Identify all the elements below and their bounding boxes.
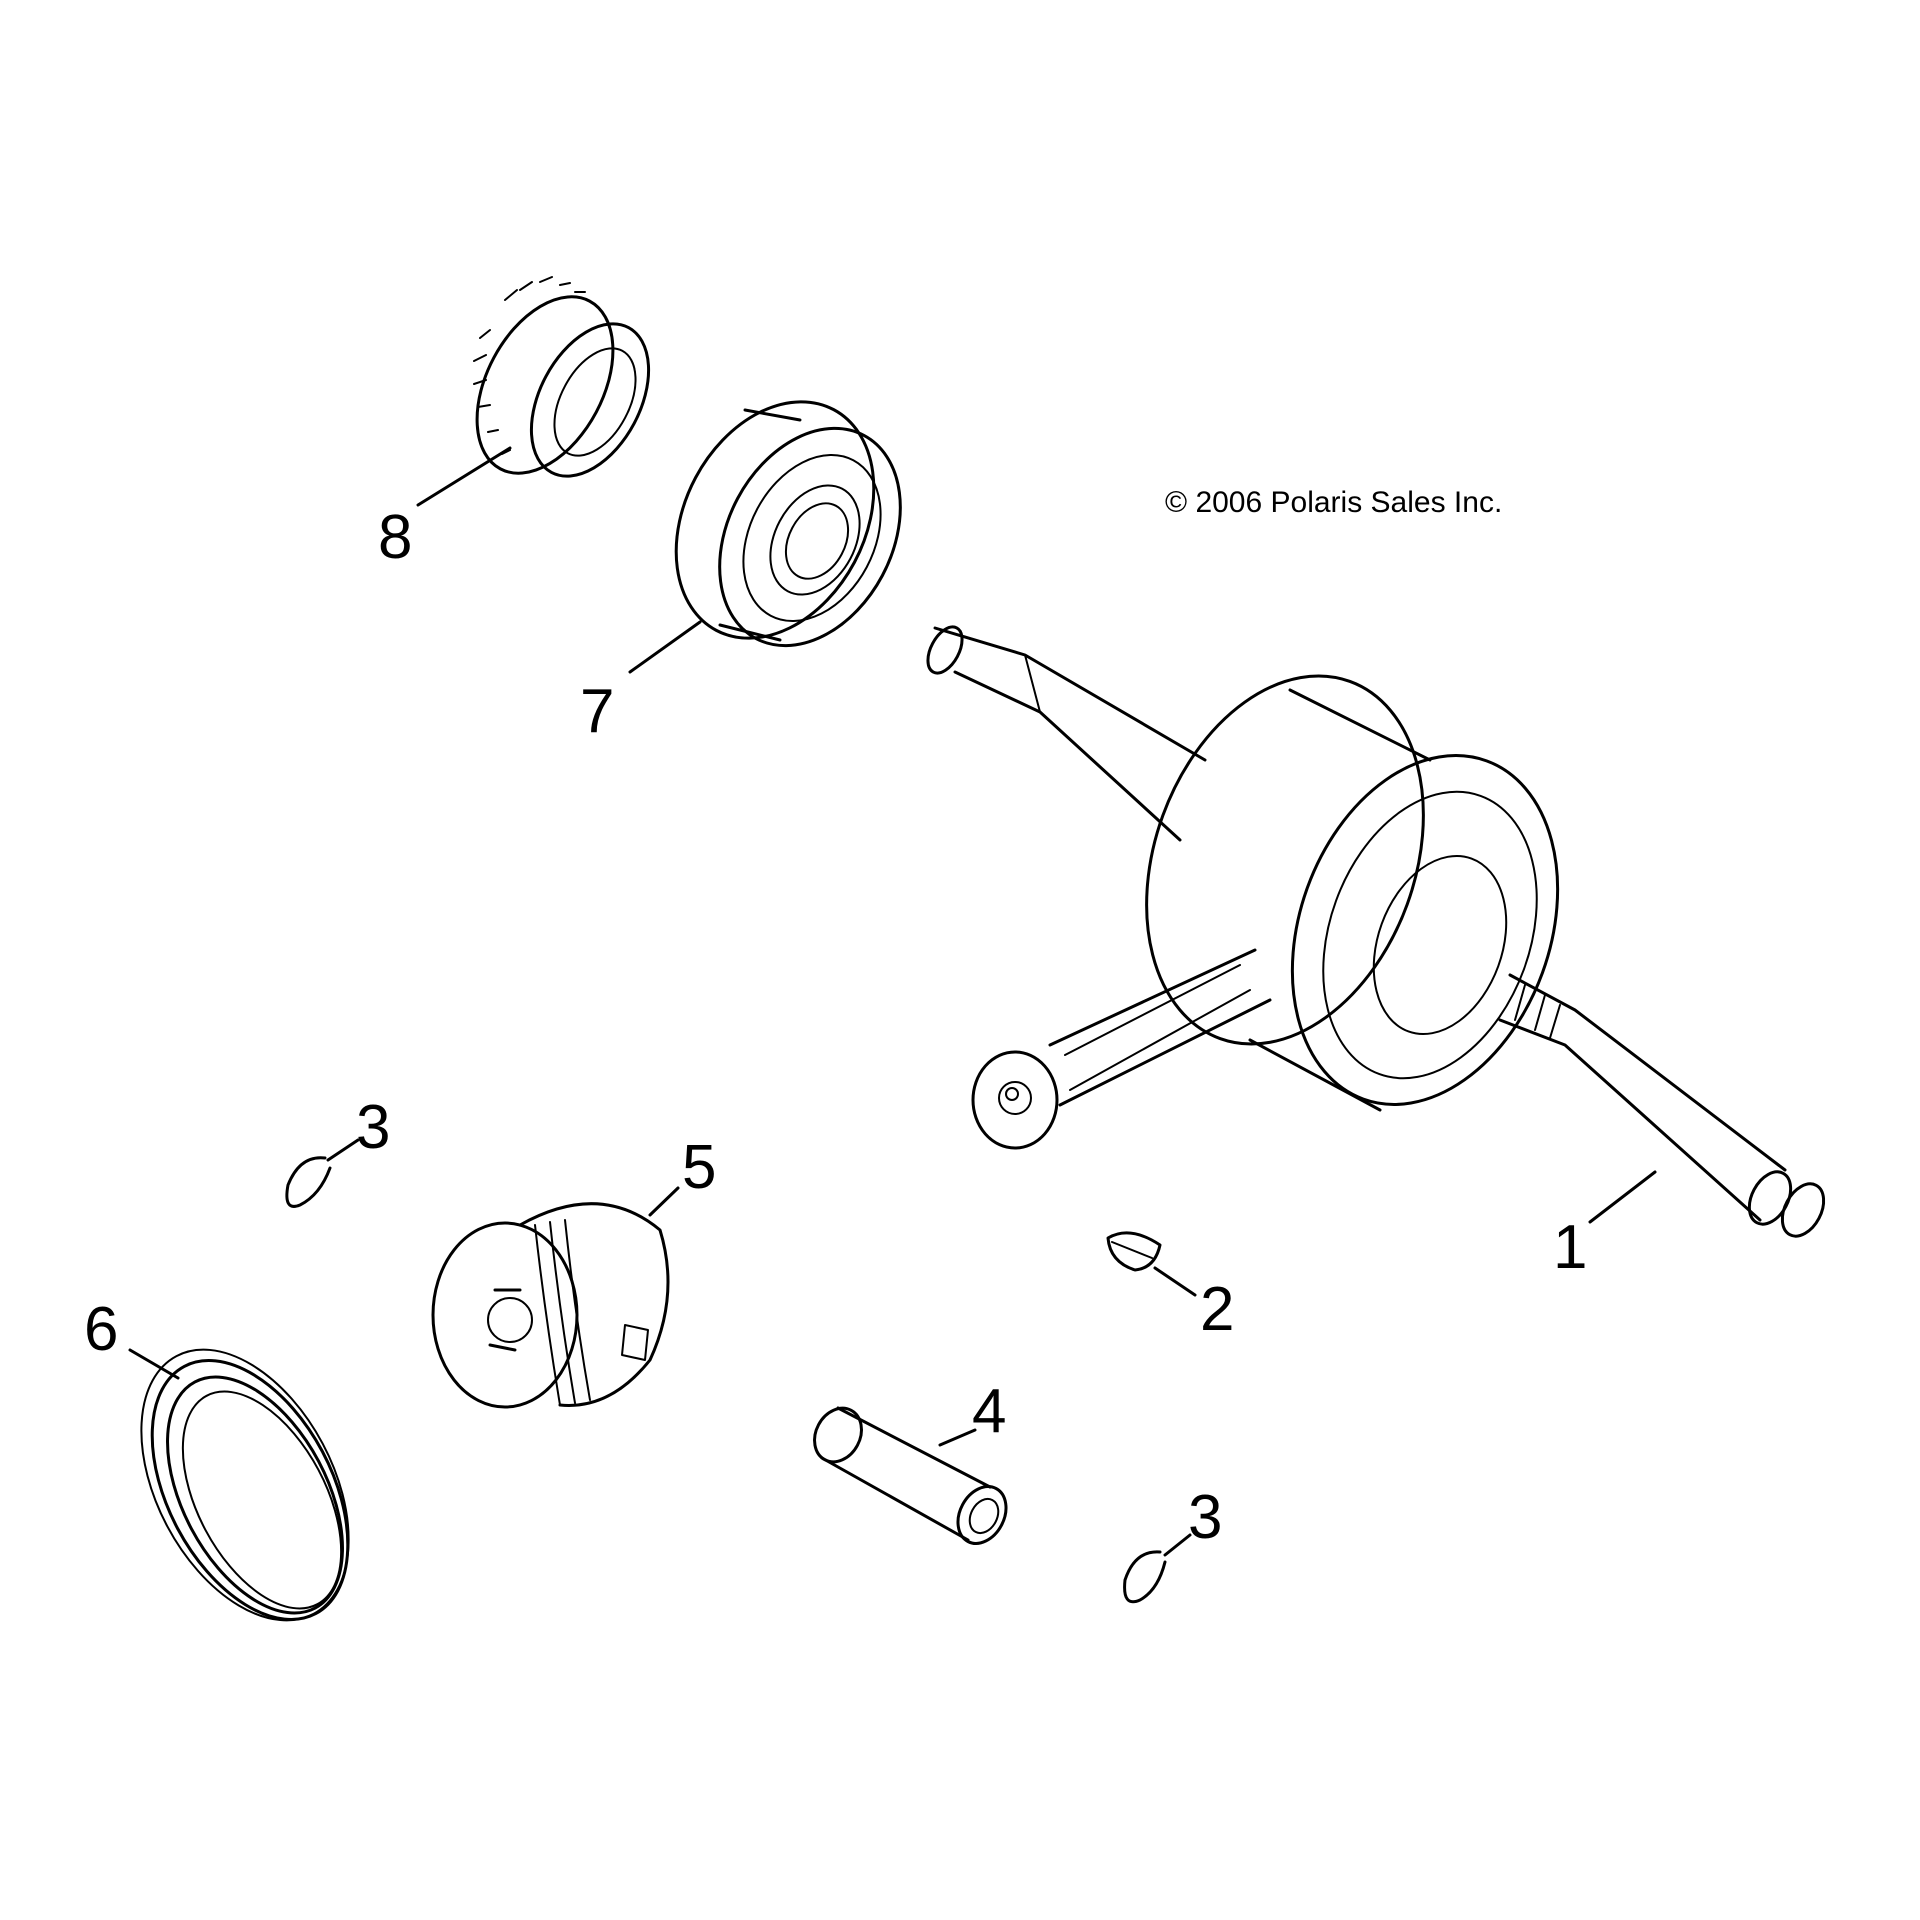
circlip-part-upper: [285, 1156, 332, 1208]
leader-4: [938, 1428, 977, 1447]
leader-7: [628, 620, 702, 674]
callout-8: 8: [378, 503, 412, 572]
callout-1: 1: [1553, 1213, 1587, 1282]
callout-3-lower: 3: [1188, 1483, 1222, 1552]
piston-part: [431, 1202, 670, 1409]
leader-6: [128, 1348, 180, 1380]
copyright-notice: © 2006 Polaris Sales Inc.: [1165, 486, 1502, 519]
piston-ring-part: [140, 1348, 350, 1622]
callout-6: 6: [84, 1295, 118, 1364]
leader-8: [416, 446, 512, 507]
callout-4: 4: [972, 1377, 1006, 1446]
callout-2: 2: [1200, 1275, 1234, 1344]
woodruff-key-part: [1106, 1231, 1162, 1272]
leader-1: [1588, 1170, 1657, 1224]
leader-3-upper: [326, 1138, 360, 1162]
leader-3-lower: [1163, 1533, 1192, 1557]
callout-3-upper: 3: [356, 1093, 390, 1162]
leader-5: [648, 1186, 680, 1217]
callout-7: 7: [580, 677, 614, 746]
circlip-part-lower: [1123, 1550, 1167, 1604]
piston-pin-part: [813, 1406, 1008, 1545]
leader-2: [1153, 1266, 1197, 1297]
gear-part: [473, 276, 651, 478]
crankshaft-part: [926, 625, 1826, 1238]
bearing-part: [674, 400, 902, 648]
callout-5: 5: [682, 1133, 716, 1202]
